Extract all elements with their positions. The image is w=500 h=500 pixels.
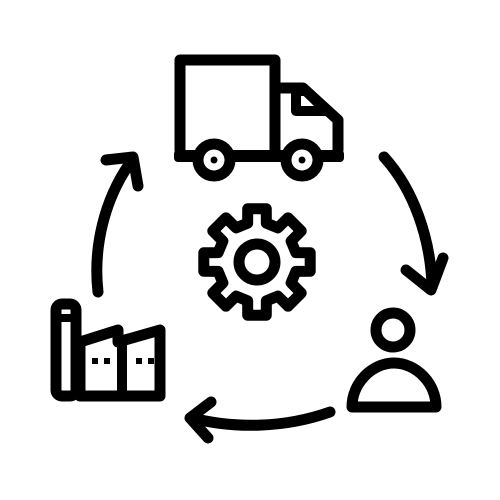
arrowhead-person-to-factory <box>184 396 217 444</box>
truck-icon <box>174 54 344 182</box>
arrowhead-factory-to-truck <box>100 151 144 192</box>
arrowhead-truck-to-person <box>400 252 449 296</box>
person-icon <box>346 307 442 413</box>
arrow-factory-to-truck <box>91 157 136 298</box>
gear-icon <box>198 203 316 321</box>
cycle-arrows-icon <box>91 151 449 444</box>
arrow-person-to-factory <box>186 406 336 431</box>
arrow-truck-to-person <box>378 151 438 290</box>
factory-icon <box>50 298 166 402</box>
